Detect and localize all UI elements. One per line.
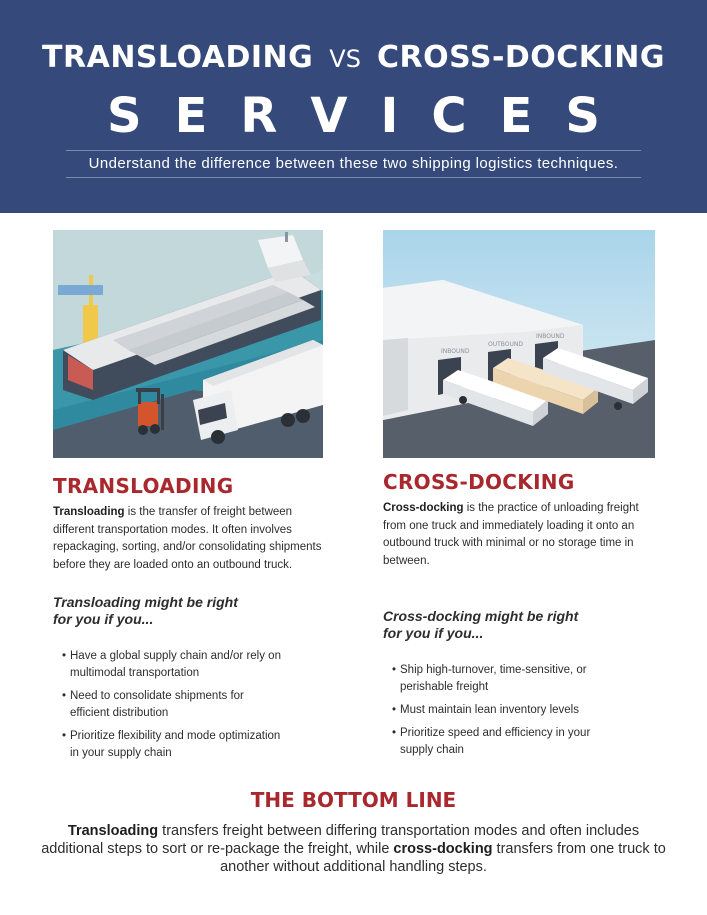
list-item: Must maintain lean inventory levels bbox=[392, 702, 612, 719]
warehouse-trucks-illustration: INBOUND OUTBOUND INBOUND bbox=[383, 230, 655, 458]
list-item: Have a global supply chain and/or rely o… bbox=[62, 648, 282, 682]
crossdocking-description-text: is the practice of unloading freight fro… bbox=[383, 502, 639, 567]
crossdocking-bullet-list: Ship high-turnover, time-sensitive, or p… bbox=[383, 662, 653, 759]
transloading-section: TRANSLOADING Transloading is the transfe… bbox=[53, 474, 323, 768]
transloading-subheading: Transloading might be right for you if y… bbox=[53, 594, 238, 627]
transloading-heading: TRANSLOADING bbox=[53, 474, 234, 498]
dock-label-2: OUTBOUND bbox=[488, 341, 523, 348]
title-crossdocking: CROSS-DOCKING bbox=[376, 40, 665, 75]
subtitle: Understand the difference between these … bbox=[66, 150, 641, 178]
ship-truck-forklift-illustration bbox=[53, 230, 323, 458]
page-title: TRANSLOADING VS CROSS-DOCKING bbox=[0, 40, 707, 75]
title-services: SERVICES bbox=[107, 88, 633, 144]
transloading-term: Transloading bbox=[53, 506, 125, 518]
crossdocking-heading: CROSS-DOCKING bbox=[383, 470, 575, 494]
transloading-description-text: is the transfer of freight between diffe… bbox=[53, 506, 322, 571]
bottom-text-2: transfers from one truck to another with… bbox=[220, 841, 666, 875]
dock-label-1: INBOUND bbox=[441, 348, 470, 355]
bottom-term-1: Transloading bbox=[67, 823, 159, 839]
title-transloading: TRANSLOADING bbox=[42, 40, 314, 75]
bottom-text-1: transfers freight between differing tran… bbox=[41, 823, 640, 857]
bottom-line-text: Transloading transfers freight between d… bbox=[40, 822, 667, 876]
crossdocking-description: Cross-docking is the practice of unloadi… bbox=[383, 500, 653, 570]
transloading-bullet-list: Have a global supply chain and/or rely o… bbox=[53, 648, 323, 762]
list-item: Need to consolidate shipments for effici… bbox=[62, 688, 282, 722]
transloading-illustration-svg bbox=[53, 230, 323, 458]
list-item: Prioritize speed and efficiency in your … bbox=[392, 725, 612, 759]
crossdocking-term: Cross-docking bbox=[383, 502, 464, 514]
title-vs: VS bbox=[329, 45, 361, 73]
dock-label-3: INBOUND bbox=[536, 333, 565, 340]
transloading-description: Transloading is the transfer of freight … bbox=[53, 504, 323, 574]
bottom-term-2: cross-docking bbox=[393, 841, 493, 857]
crossdocking-subheading: Cross-docking might be right for you if … bbox=[383, 608, 579, 641]
header-banner: TRANSLOADING VS CROSS-DOCKING SERVICES Und… bbox=[0, 0, 707, 213]
list-item: Prioritize flexibility and mode optimiza… bbox=[62, 728, 282, 762]
bottom-line-heading: THE BOTTOM LINE bbox=[250, 788, 457, 812]
crossdocking-section: CROSS-DOCKING Cross-docking is the pract… bbox=[383, 470, 653, 765]
list-item: Ship high-turnover, time-sensitive, or p… bbox=[392, 662, 612, 696]
crossdocking-illustration-svg: INBOUND OUTBOUND INBOUND bbox=[383, 230, 655, 458]
